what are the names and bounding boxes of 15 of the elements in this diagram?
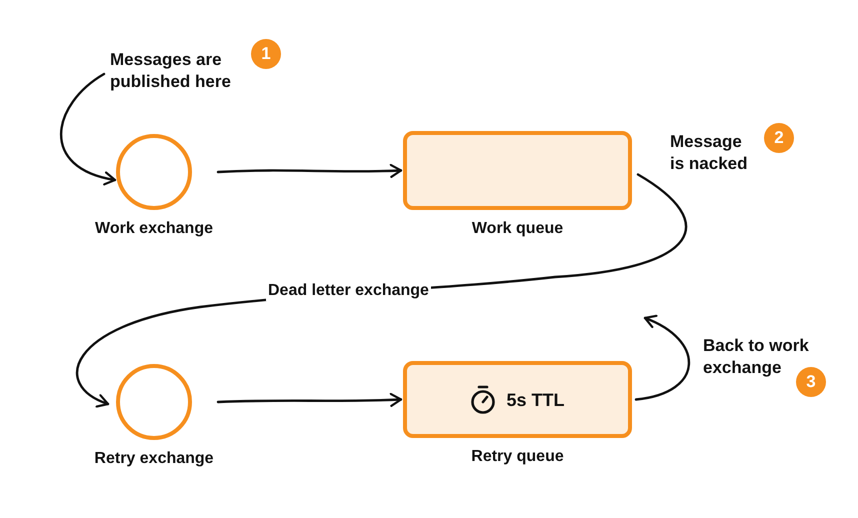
arrow [216,164,402,178]
step-number-badge: 1 [251,39,281,69]
step-number-badge: 2 [764,123,794,153]
ttl-text: 5s TTL [506,388,564,410]
exchange-label: Retry exchange [94,449,214,469]
edge-label: Dead letter exchange [266,281,431,301]
annotation-text: Messages are published here [110,49,232,93]
step-number-badge: 3 [796,367,826,397]
arrow [60,72,116,185]
arrow [634,315,690,401]
annotation-text: Message is nacked [670,131,748,175]
queue-label: Retry queue [471,447,564,467]
queue-label: Work queue [472,219,564,239]
exchange-label: Work exchange [95,219,213,239]
arrow [216,392,402,407]
